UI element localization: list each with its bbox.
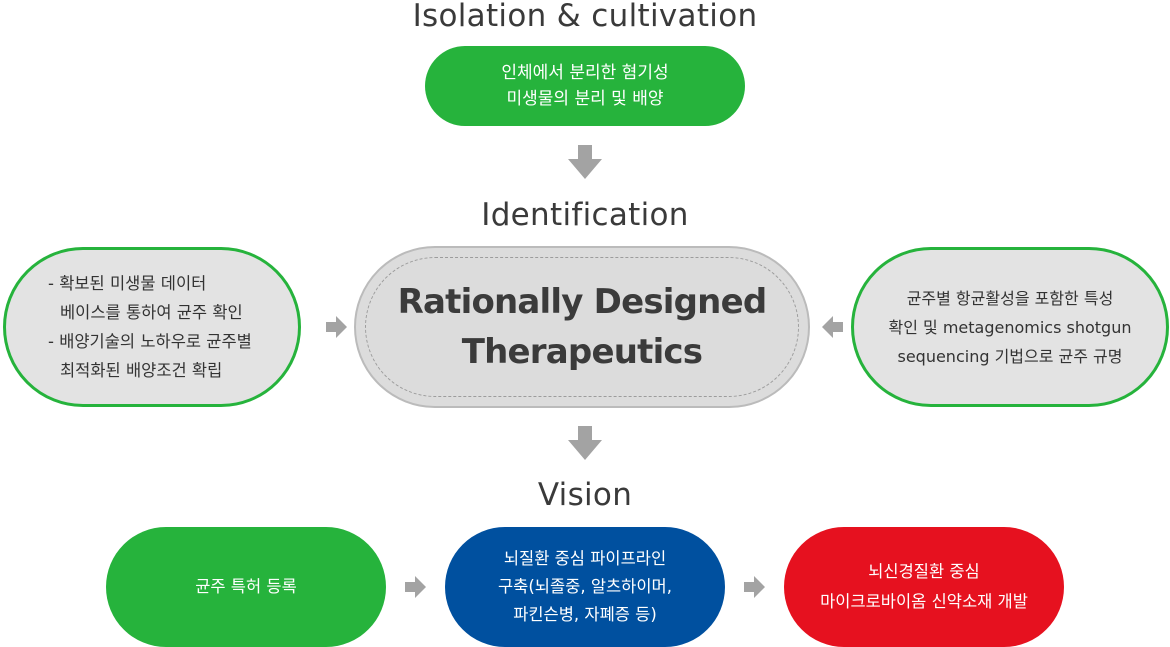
vision-pipeline-line-1: 뇌질환 중심 파이프라인 [503, 549, 667, 568]
vision-pipeline-line-2: 구축(뇌졸중, 알츠하이머, [498, 577, 672, 596]
right-arrow-icon [326, 316, 347, 338]
isolation-line-1: 인체에서 분리한 혐기성 [501, 63, 669, 83]
isolation-line-2: 미생물의 분리 및 배양 [506, 89, 664, 109]
vision-patent-line-1: 균주 특허 등록 [195, 577, 297, 596]
left-line-3: - 배양기술의 노하우로 균주별 [48, 332, 252, 351]
right-arrow-icon [405, 576, 426, 598]
down-arrow-icon [568, 145, 602, 179]
isolation-box: 인체에서 분리한 혐기성 미생물의 분리 및 배양 [425, 46, 745, 126]
vision-heading: Vision [537, 477, 633, 513]
vision-pipeline-box: 뇌질환 중심 파이프라인 구축(뇌졸중, 알츠하이머, 파킨슨병, 자폐증 등) [445, 527, 725, 647]
center-dashed-border [365, 257, 799, 397]
right-info-box: 균주별 항균활성을 포함한 특성 확인 및 metagenomics shotg… [851, 247, 1169, 407]
down-arrow-icon [568, 426, 602, 460]
vision-pipeline-line-3: 파킨슨병, 자폐증 등) [513, 605, 657, 624]
left-line-2: 베이스를 통하여 균주 확인 [60, 303, 243, 322]
identification-heading: Identification [481, 197, 689, 233]
left-arrow-icon [822, 316, 843, 338]
vision-drug-line-1: 뇌신경질환 중심 [868, 562, 980, 581]
center-line-1: Rationally Designed [397, 282, 768, 322]
vision-drug-line-2: 마이크로바이옴 신약소재 개발 [820, 592, 1028, 611]
left-info-box: - 확보된 미생물 데이터 베이스를 통하여 균주 확인 - 배양기술의 노하우… [3, 247, 301, 407]
left-line-4: 최적화된 배양조건 확립 [60, 361, 223, 380]
right-line-3: sequencing 기법으로 균주 규명 [897, 346, 1123, 366]
isolation-heading: Isolation & cultivation [412, 0, 758, 34]
right-line-1: 균주별 항균활성을 포함한 특성 [906, 288, 1114, 308]
left-line-1: - 확보된 미생물 데이터 [48, 274, 207, 293]
vision-patent-box: 균주 특허 등록 [106, 527, 386, 647]
center-line-2: Therapeutics [461, 332, 703, 372]
vision-drug-box: 뇌신경질환 중심 마이크로바이옴 신약소재 개발 [784, 527, 1064, 647]
right-arrow-icon [744, 576, 765, 598]
right-line-2: 확인 및 metagenomics shotgun [888, 317, 1132, 337]
center-therapeutics-box: Rationally Designed Therapeutics [354, 246, 810, 408]
